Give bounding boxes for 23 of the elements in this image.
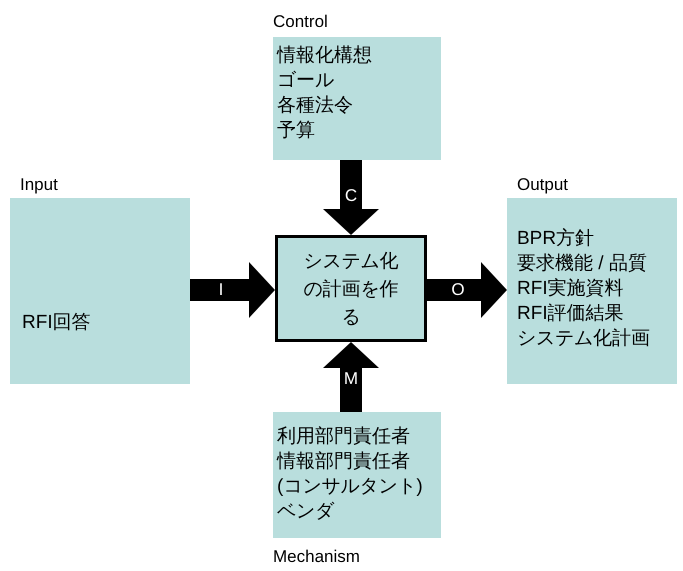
block-arrow: [323, 342, 379, 412]
heading-label: Output: [517, 175, 568, 195]
list-item: 利用部門責任者: [277, 425, 411, 449]
list-item: 予算: [277, 119, 316, 143]
list-item: 要求機能 / 品質: [517, 252, 648, 276]
heading-label: Mechanism: [273, 547, 360, 567]
block-arrow: [190, 262, 275, 318]
list-item: 各種法令: [277, 94, 354, 118]
list-item: 情報化構想: [277, 44, 373, 68]
block-arrow: [323, 160, 379, 235]
block-arrow: [427, 262, 507, 318]
list-item: 情報部門責任者: [277, 450, 411, 474]
list-item: (コンサルタント): [277, 475, 424, 499]
list-item: ベンダ: [277, 500, 336, 524]
list-item: BPR方針: [517, 227, 596, 251]
list-item: RFI実施資料: [517, 277, 625, 301]
list-item: ゴール: [277, 69, 335, 93]
heading-label: Input: [20, 175, 58, 195]
list-item: RFI評価結果: [517, 302, 625, 326]
list-item: システム化計画: [517, 327, 651, 351]
process-text: システム化の計画を作る: [302, 250, 400, 330]
heading-label: Control: [273, 12, 328, 32]
list-item: RFI回答: [22, 311, 92, 335]
